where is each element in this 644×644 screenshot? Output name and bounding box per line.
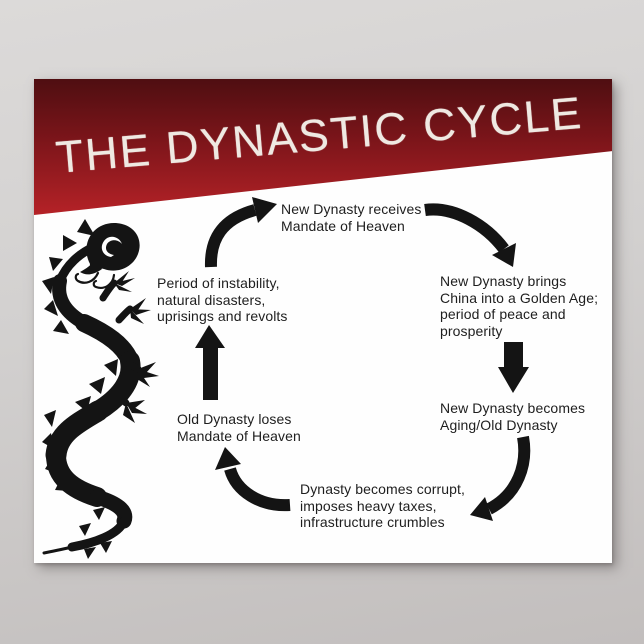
dragon-head-curl (101, 236, 122, 257)
cycle-arrows (195, 197, 531, 521)
arrow-loses-to-instability-icon (195, 325, 225, 400)
step-dynasty-becomes-corrupt: Dynasty becomes corrupt, imposes heavy t… (300, 481, 466, 530)
dragon-claws (114, 271, 159, 423)
arrow-receives-to-golden-age-icon (424, 203, 516, 267)
step-golden-age: New Dynasty brings China into a Golden A… (440, 273, 599, 339)
dragon-jaw (80, 260, 102, 275)
dragon-legs (99, 279, 142, 407)
arrow-corrupt-to-loses-icon (215, 447, 291, 512)
dynastic-cycle-poster: THE DYNASTIC CYCLE (34, 79, 612, 563)
chinese-dragon-icon (42, 219, 159, 559)
step-aging-old-dynasty: New Dynasty becomes Aging/Old Dynasty (440, 400, 586, 433)
step-old-dynasty-loses: Old Dynasty loses Mandate of Heaven (177, 411, 301, 444)
arrow-golden-age-to-aging-icon (498, 342, 529, 393)
dragon-head (86, 223, 140, 271)
step-new-dynasty-receives: New Dynasty receives Mandate of Heaven (281, 201, 422, 234)
step-period-of-instability: Period of instability, natural disasters… (157, 275, 288, 324)
arrow-aging-to-corrupt-icon (470, 435, 531, 521)
arrow-instability-to-receives-icon (204, 197, 277, 268)
